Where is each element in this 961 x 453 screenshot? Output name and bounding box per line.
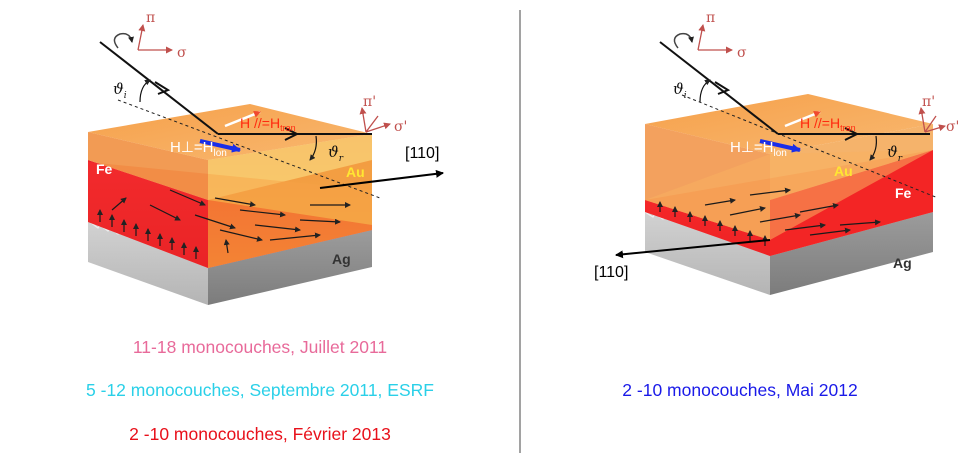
right-incident-beam (659, 41, 779, 135)
left-incident-arrowhead (154, 81, 171, 95)
left-magnetization-arrows (97, 189, 351, 259)
right-fe-label: Fe (895, 185, 912, 201)
left-fe-label: Fe (96, 161, 113, 177)
right-h-parallel-label: H //=Htran (800, 115, 856, 133)
left-sigma-prime-label: σ' (394, 119, 407, 135)
right-au-wedge-diagonal (645, 150, 933, 240)
right-incident-arrowhead (714, 81, 731, 95)
left-au-top (88, 104, 372, 160)
right-pi-prime-label: π' (922, 94, 935, 110)
left-reflected-arrowhead (284, 127, 300, 141)
left-au-wedge (208, 134, 372, 225)
right-h-parallel-arrow (784, 110, 821, 128)
left-theta-r: ϑr (328, 143, 344, 164)
left-diagram: Fe Au Ag [110] ϑi ϑr H //=Htran H⊥=Hlon … (88, 10, 444, 305)
left-h-parallel-label: H //=Htran (240, 115, 296, 133)
left-fe-front (88, 160, 208, 268)
left-h-perp-arrow (199, 139, 241, 153)
left-110-label: [110] (405, 145, 439, 162)
right-reflected-arrowhead (844, 127, 860, 141)
right-incident-polarization (673, 24, 733, 54)
right-h-perp-arrow (759, 139, 801, 153)
left-caption-1: 11-18 monocouches, Juillet 2011 (132, 337, 388, 357)
left-pi-label: π (146, 10, 155, 26)
left-reflected-polarization (359, 107, 391, 133)
right-theta-r: ϑr (887, 143, 903, 164)
left-theta-i: ϑi (113, 80, 127, 101)
left-ag-side (208, 230, 372, 305)
left-sigma-label: σ (177, 45, 187, 61)
right-incidence-arc (699, 79, 711, 103)
right-au-label: Au (834, 163, 853, 179)
right-ag-label: Ag (893, 255, 912, 271)
right-ag-side (770, 212, 933, 295)
right-110-arrow (615, 239, 771, 259)
left-h-perp-label: H⊥=Hlon (170, 139, 227, 159)
left-au-front (88, 132, 208, 200)
left-reflection-arc (309, 135, 317, 161)
right-caption-1: 2 -10 monocouches, Mai 2012 (622, 380, 858, 400)
left-dashed-line (117, 99, 381, 199)
right-110-label: [110] (594, 264, 628, 281)
left-pi-prime-label: π' (363, 94, 376, 110)
right-dashed-line (681, 94, 939, 199)
left-incident-polarization (113, 24, 173, 54)
left-au-label: Au (346, 164, 365, 180)
right-ag-front (645, 212, 770, 295)
left-ag-front (88, 222, 208, 305)
right-pi-label: π (706, 10, 715, 26)
left-caption-2: 5 -12 monocouches, Septembre 2011, ESRF (86, 380, 434, 400)
right-h-perp-label: H⊥=Hlon (730, 139, 787, 159)
right-reflected-polarization (918, 107, 946, 133)
right-theta-i: ϑi (673, 80, 687, 101)
right-sigma-prime-label: σ' (946, 119, 959, 135)
left-caption-3: 2 -10 monocouches, Février 2013 (129, 424, 391, 444)
left-110-arrow (319, 169, 444, 189)
left-ag-label: Ag (332, 251, 351, 267)
left-h-parallel-arrow (224, 110, 261, 128)
left-incidence-arc (139, 79, 151, 103)
right-sigma-label: σ (737, 45, 747, 61)
right-reflection-arc (869, 135, 877, 161)
right-diagram: Fe Au Ag [110] ϑi ϑr H //=Htran H⊥=Hlon … (594, 10, 959, 295)
left-incident-beam (99, 41, 219, 135)
